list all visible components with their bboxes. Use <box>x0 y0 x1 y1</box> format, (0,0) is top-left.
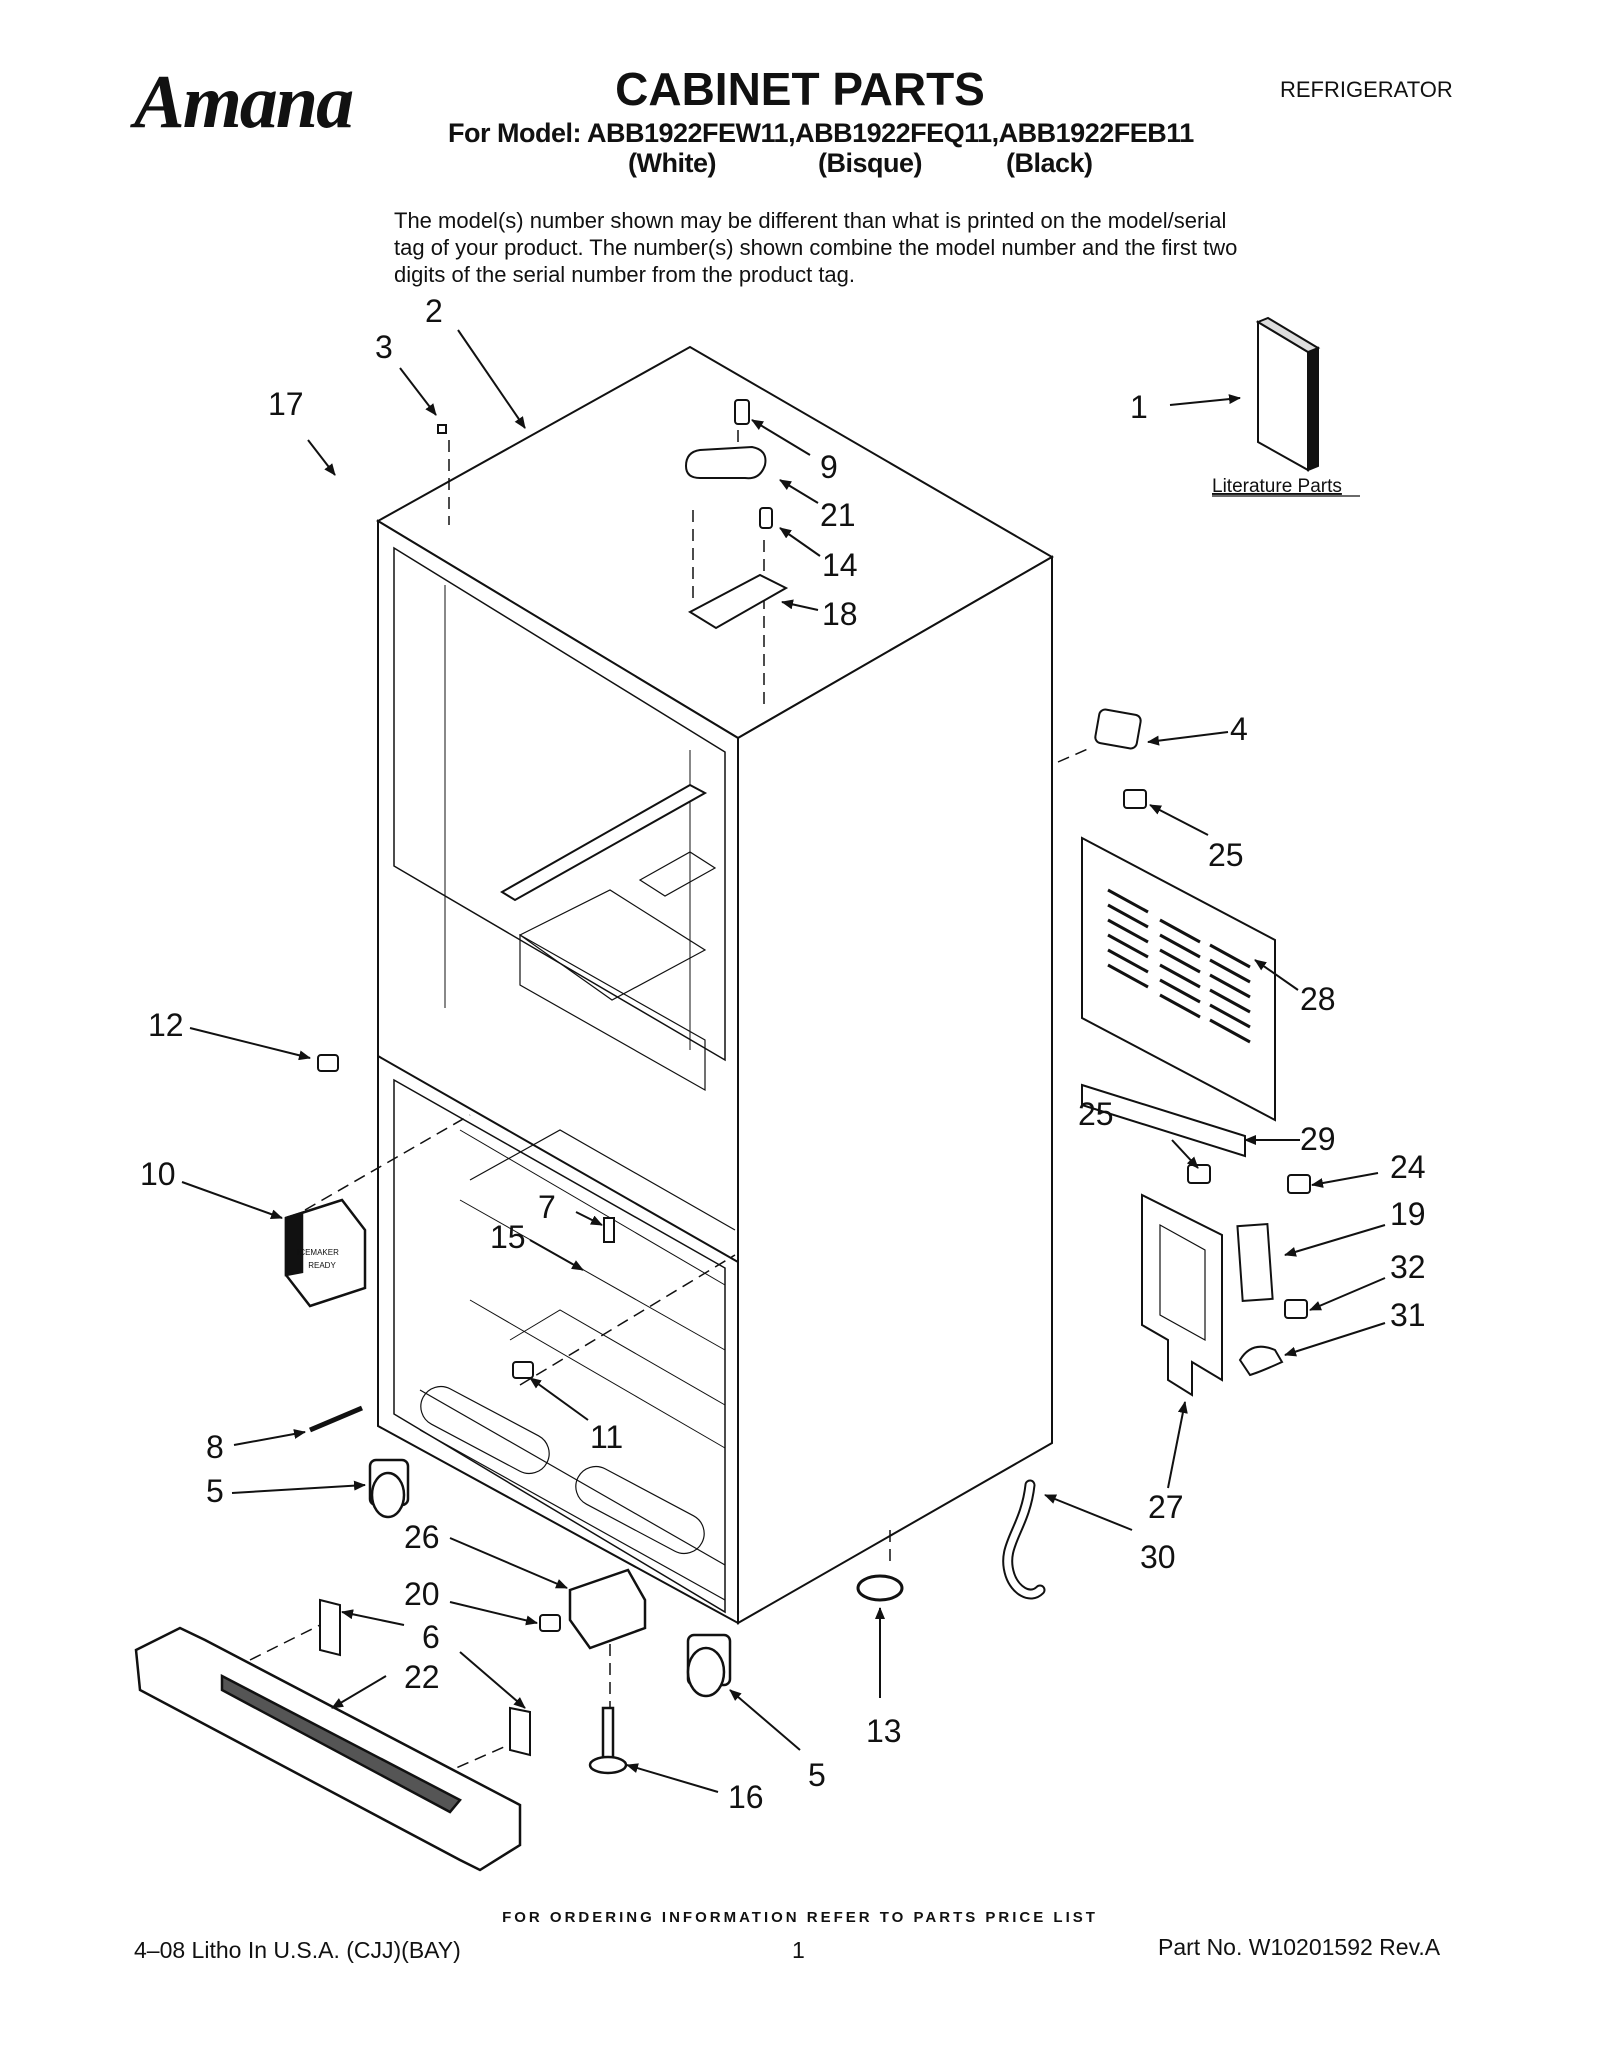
literature-parts-book <box>1255 316 1321 472</box>
literature-parts-label: Literature Parts <box>1212 476 1342 497</box>
grille-clips <box>319 1598 531 1757</box>
callout-28: 28 <box>1300 981 1336 1017</box>
drain-plug <box>856 1574 904 1602</box>
callout-15: 15 <box>490 1219 526 1255</box>
callout-20: 20 <box>404 1576 440 1612</box>
icemaker-cover: ICEMAKER READY <box>284 1198 367 1308</box>
callout-5a: 5 <box>206 1473 224 1509</box>
base-grille <box>134 1626 522 1872</box>
bottom-hinge-plate <box>568 1568 647 1650</box>
icemaker-label-line1: ICEMAKER <box>297 1248 339 1257</box>
callout-26: 26 <box>404 1519 440 1555</box>
callout-30: 30 <box>1140 1539 1176 1575</box>
callout-7: 7 <box>538 1189 556 1225</box>
callout-25b: 25 <box>1078 1096 1114 1132</box>
page-number: 1 <box>792 1937 805 1963</box>
callout-3: 3 <box>375 329 393 365</box>
vent-slots <box>1107 888 1251 1044</box>
callout-16: 16 <box>728 1779 764 1815</box>
callout-18: 18 <box>822 596 858 632</box>
callout-6: 6 <box>422 1619 440 1655</box>
callout-22: 22 <box>404 1659 440 1695</box>
cabinet-body <box>376 345 1054 1625</box>
callout-31: 31 <box>1390 1297 1426 1333</box>
screws <box>309 424 1311 1632</box>
caster-front-left <box>368 1458 410 1519</box>
color-label-bisque: (Bisque) <box>818 148 923 178</box>
callout-17: 17 <box>268 386 304 422</box>
callout-8: 8 <box>206 1429 224 1465</box>
litho-info: 4–08 Litho In U.S.A. (CJJ)(BAY) <box>134 1937 461 1963</box>
electrical-bracket <box>1141 1193 1284 1397</box>
rear-access-cover <box>1081 836 1276 1158</box>
callout-29: 29 <box>1300 1121 1336 1157</box>
callout-24: 24 <box>1390 1149 1426 1185</box>
page-title: CABINET PARTS <box>615 63 985 115</box>
callout-10: 10 <box>140 1156 176 1192</box>
callout-21: 21 <box>820 497 856 533</box>
color-label-white: (White) <box>628 148 716 178</box>
callout-19: 19 <box>1390 1196 1426 1232</box>
callout-1: 1 <box>1130 389 1148 425</box>
callout-2: 2 <box>425 293 443 329</box>
callout-32: 32 <box>1390 1249 1426 1285</box>
icemaker-label-line2: READY <box>308 1261 336 1270</box>
callout-25a: 25 <box>1208 837 1244 873</box>
model-number-notice: The model(s) number shown may be differe… <box>394 208 1238 287</box>
callout-5b: 5 <box>808 1757 826 1793</box>
callout-4: 4 <box>1230 711 1248 747</box>
callout-arrows <box>181 329 1386 1793</box>
color-label-black: (Black) <box>1006 148 1093 178</box>
callout-27: 27 <box>1148 1489 1184 1525</box>
brand-logo: Amana <box>134 60 354 144</box>
callout-numbers: 1 2 3 17 9 21 14 18 4 25 28 12 25 29 24 … <box>140 293 1426 1815</box>
caster-front-right <box>686 1633 732 1698</box>
callout-11: 11 <box>590 1419 623 1455</box>
callout-14: 14 <box>822 547 858 583</box>
assembly-dashed-lines <box>249 430 1091 1776</box>
rating-label <box>1094 708 1142 750</box>
callout-13: 13 <box>866 1713 902 1749</box>
callout-9: 9 <box>820 449 838 485</box>
leveling-leg <box>588 1706 628 1775</box>
ordering-info: FOR ORDERING INFORMATION REFER TO PARTS … <box>502 1909 1098 1926</box>
callout-12: 12 <box>148 1007 184 1043</box>
top-hinge-parts <box>684 399 789 630</box>
model-line: For Model: ABB1922FEW11,ABB1922FEQ11,ABB… <box>448 118 1194 148</box>
part-number: Part No. W10201592 Rev.A <box>1158 1934 1441 1960</box>
product-type: REFRIGERATOR <box>1280 77 1453 102</box>
